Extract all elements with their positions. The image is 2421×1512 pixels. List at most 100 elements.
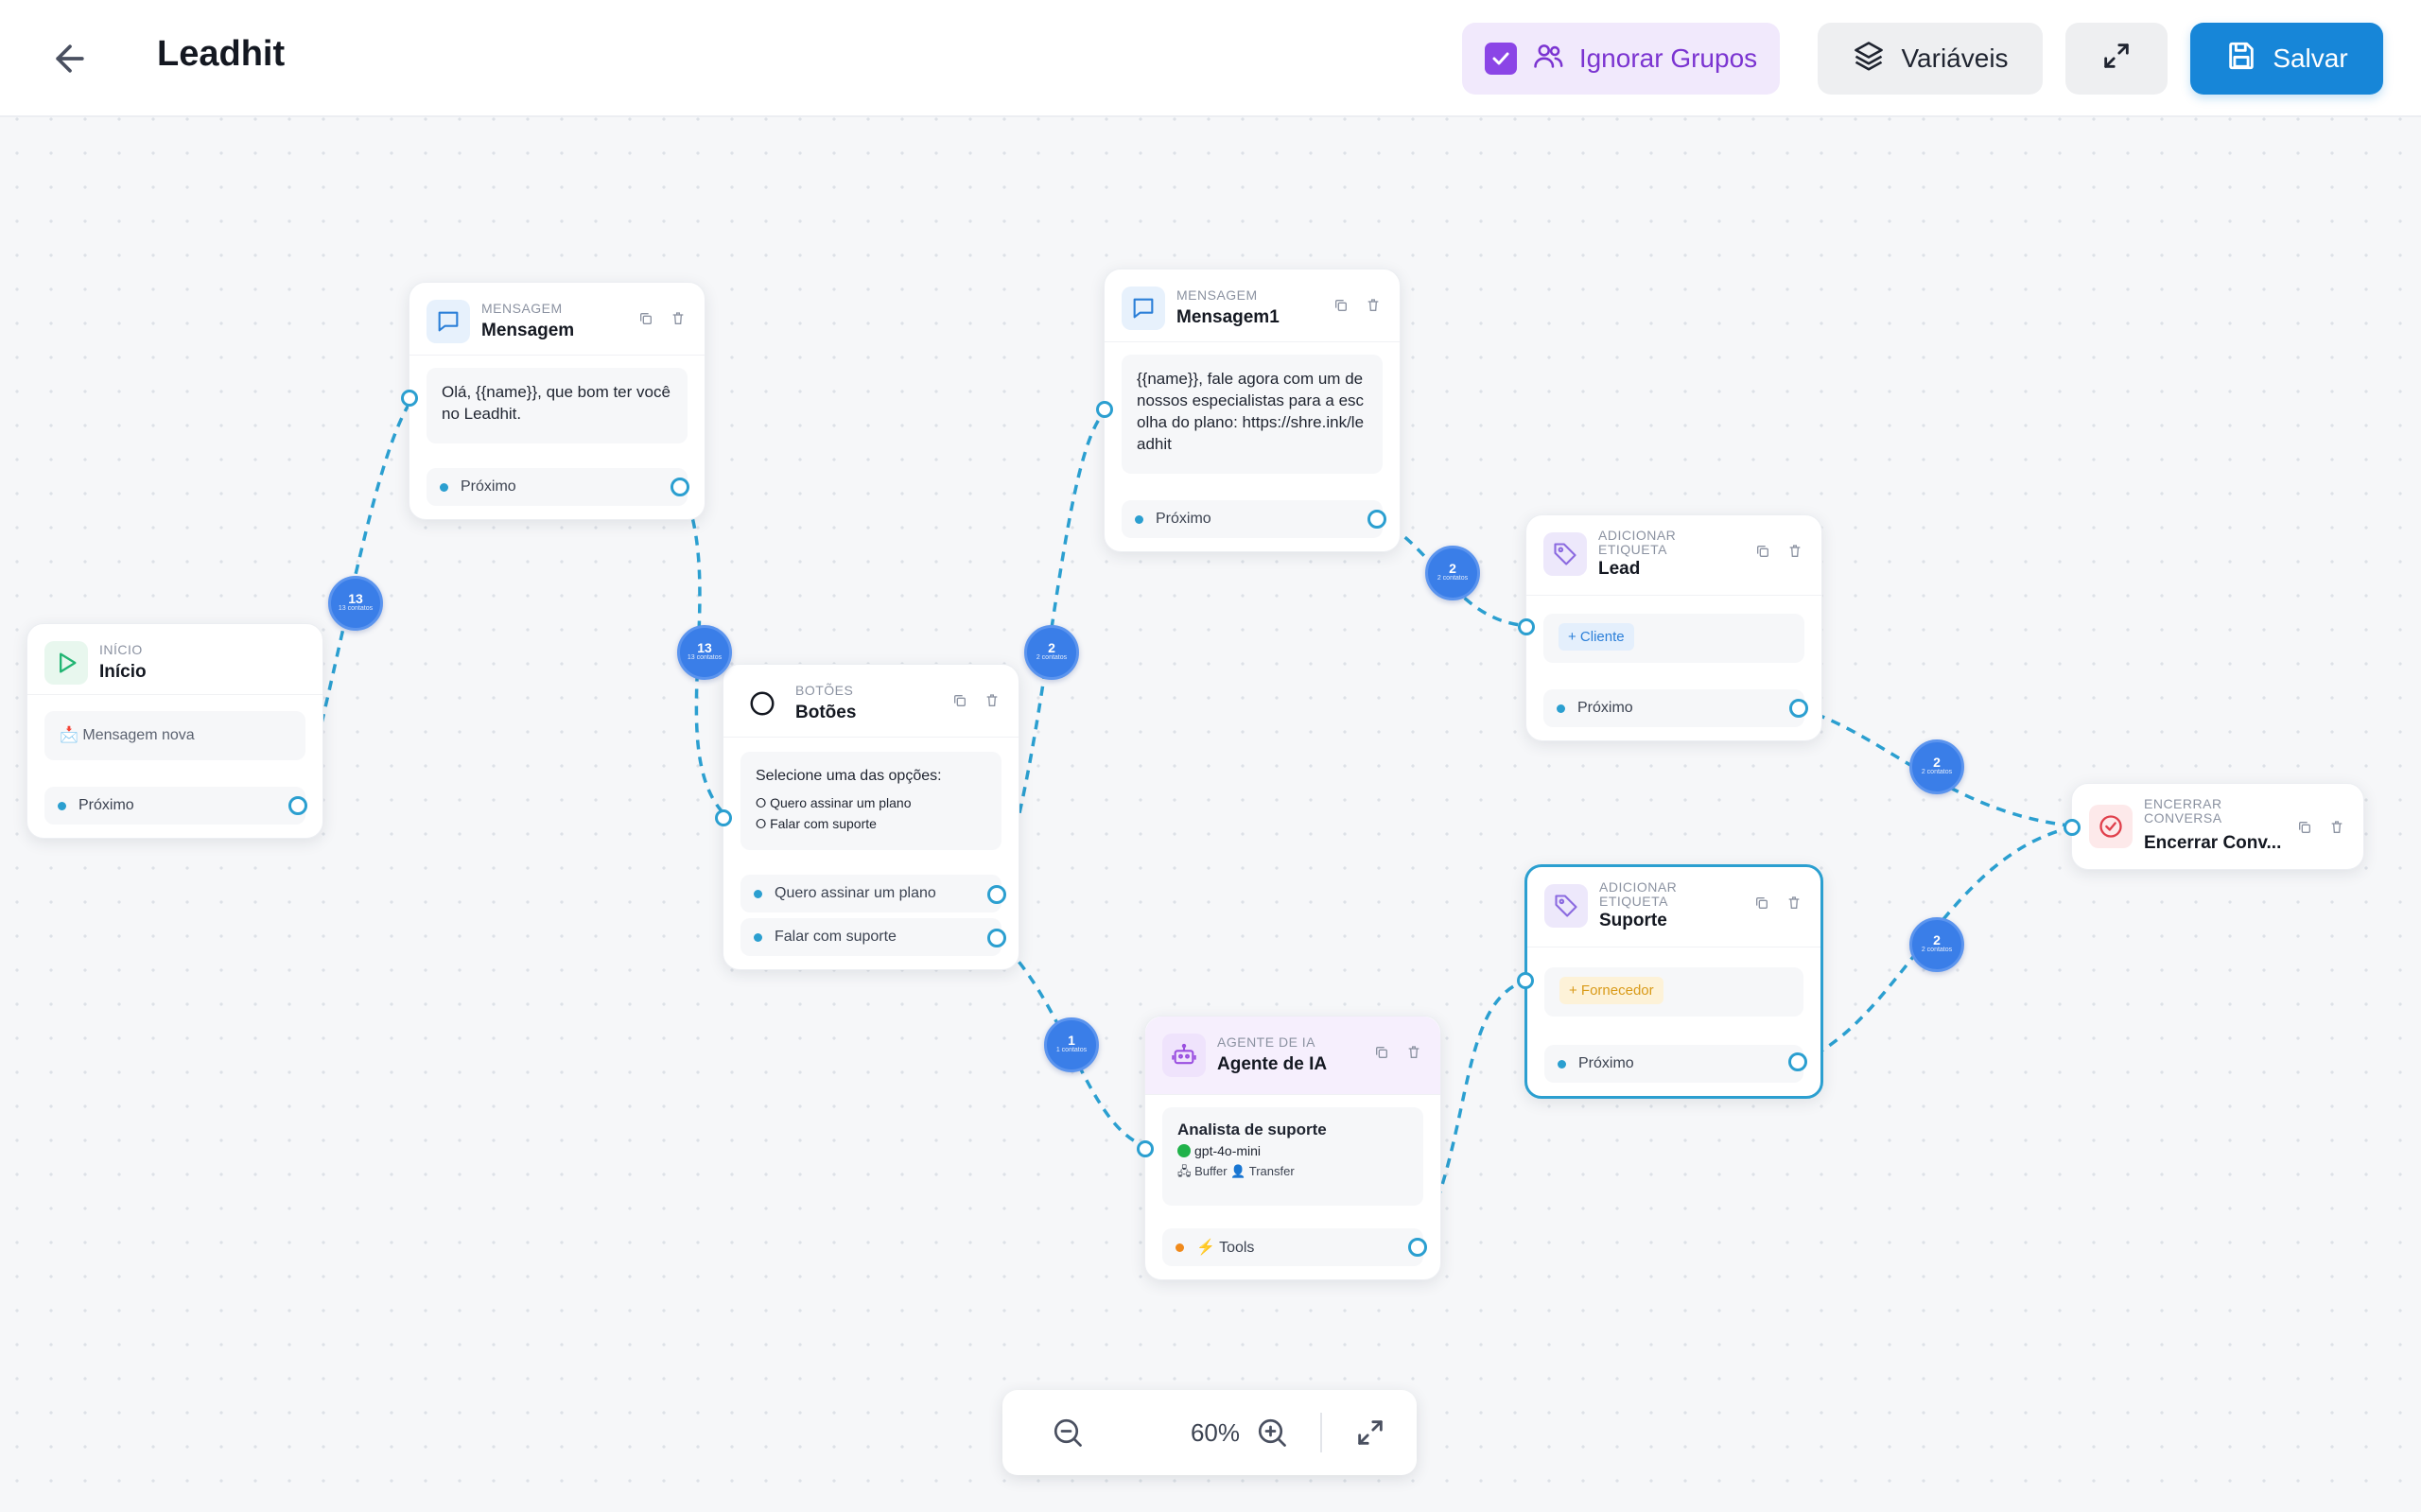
- expand-icon: [2100, 40, 2133, 78]
- checkbox-checked-icon[interactable]: [1484, 43, 1517, 75]
- node-botoes[interactable]: BOTÕES Botões Selecione uma das opções: …: [715, 664, 1019, 970]
- trash-icon[interactable]: [669, 309, 688, 328]
- output-row: Próximo: [1544, 1045, 1803, 1083]
- ignore-groups-toggle[interactable]: Ignorar Grupos: [1462, 23, 1780, 95]
- node-agente-ia[interactable]: AGENTE DE IA Agente de IA Analista de su…: [1137, 1016, 1441, 1280]
- node-name: Mensagem1: [1176, 307, 1280, 327]
- output-port[interactable]: [1789, 699, 1808, 718]
- tag-chip: + Fornecedor: [1559, 977, 1663, 1004]
- output-label: Próximo: [1578, 1055, 1634, 1071]
- output-port[interactable]: [671, 478, 689, 496]
- output-row: Próximo: [1543, 689, 1804, 727]
- node-name: Início: [99, 662, 147, 682]
- output-label: ⚡ Tools: [1196, 1240, 1255, 1256]
- zoom-controls: 60%: [1002, 1390, 1417, 1475]
- node-header: AGENTE DE IA Agente de IA: [1145, 1017, 1440, 1095]
- output-port[interactable]: [288, 796, 307, 815]
- save-button[interactable]: Salvar: [2190, 23, 2383, 95]
- node-actions: [1753, 542, 1804, 561]
- circle-icon: [740, 682, 784, 725]
- output-port[interactable]: [1408, 1238, 1427, 1257]
- fit-view-icon[interactable]: [1350, 1413, 1390, 1452]
- save-icon: [2225, 40, 2257, 78]
- input-port[interactable]: [715, 809, 732, 826]
- node-mensagem[interactable]: MENSAGEM Mensagem Olá, {{name}}, que bom…: [401, 282, 705, 520]
- tag-icon: [1543, 532, 1587, 576]
- copy-icon[interactable]: [636, 309, 655, 328]
- node-type: ADICIONAR ETIQUETA: [1598, 528, 1677, 557]
- output-label: Próximo: [1577, 700, 1633, 716]
- input-port[interactable]: [1518, 618, 1535, 635]
- trash-icon[interactable]: [1785, 894, 1803, 912]
- agent-name: Analista de suporte: [1177, 1121, 1327, 1138]
- output-label: Próximo: [1156, 511, 1211, 527]
- agent-features: 🖧 Buffer 👤 Transfer: [1177, 1164, 1295, 1178]
- copy-icon[interactable]: [1332, 296, 1350, 315]
- input-port[interactable]: [2064, 819, 2081, 836]
- variables-button[interactable]: Variáveis: [1818, 23, 2043, 95]
- message-text: {{name}}, fale agora com um de nossos es…: [1122, 355, 1383, 474]
- output-dot: [1135, 515, 1143, 524]
- node-header: INÍCIO Início: [27, 624, 322, 695]
- fullscreen-button[interactable]: [2065, 23, 2168, 95]
- agent-model: gpt-4o-mini: [1177, 1140, 1408, 1161]
- node-header: MENSAGEM Mensagem1: [1105, 269, 1400, 342]
- copy-icon[interactable]: [1752, 894, 1771, 912]
- node-mensagem1[interactable]: MENSAGEM Mensagem1 {{name}}, fale agora …: [1096, 269, 1401, 552]
- users-icon: [1532, 40, 1564, 78]
- output-dot: [440, 483, 448, 492]
- input-port[interactable]: [1517, 972, 1534, 989]
- node-header: BOTÕES Botões: [723, 665, 1019, 738]
- robot-icon: [1162, 1034, 1206, 1077]
- node-actions: [950, 691, 1001, 710]
- copy-icon[interactable]: [1753, 542, 1772, 561]
- output-port[interactable]: [987, 885, 1006, 904]
- node-etiqueta-suporte[interactable]: ADICIONAR ETIQUETA Suporte + Fornecedor …: [1517, 864, 1823, 1099]
- message-icon: [427, 300, 470, 343]
- node-inicio[interactable]: INÍCIO Início 📩 Mensagem nova Próximo: [26, 623, 323, 839]
- trash-icon[interactable]: [1404, 1043, 1423, 1062]
- trash-icon[interactable]: [983, 691, 1001, 710]
- node-etiqueta-lead[interactable]: ADICIONAR ETIQUETA Lead + Cliente Próxim…: [1518, 514, 1822, 741]
- output-label: Falar com suporte: [775, 929, 897, 945]
- trash-icon[interactable]: [1785, 542, 1804, 561]
- node-header: ADICIONAR ETIQUETA Lead: [1526, 515, 1821, 596]
- zoom-out-icon[interactable]: [1048, 1413, 1088, 1452]
- output-dot: [58, 802, 66, 810]
- input-port[interactable]: [401, 390, 418, 407]
- node-name: Agente de IA: [1217, 1054, 1328, 1074]
- node-header: MENSAGEM Mensagem: [409, 283, 705, 356]
- output-dot: [1558, 1060, 1566, 1069]
- node-name: Encerrar Conv...: [2144, 833, 2282, 853]
- back-arrow-icon[interactable]: [49, 38, 91, 79]
- copy-icon[interactable]: [950, 691, 969, 710]
- ignore-groups-label: Ignorar Grupos: [1578, 43, 1758, 73]
- output-port[interactable]: [1367, 510, 1386, 529]
- layers-icon: [1852, 39, 1886, 79]
- divider: [1320, 1413, 1322, 1452]
- output-port[interactable]: [987, 929, 1006, 947]
- node-type: MENSAGEM: [1176, 287, 1258, 303]
- output-port[interactable]: [1788, 1052, 1807, 1071]
- tag-icon: [1544, 884, 1588, 928]
- zoom-in-icon[interactable]: [1252, 1413, 1292, 1452]
- input-port[interactable]: [1096, 401, 1113, 418]
- trash-icon[interactable]: [2327, 818, 2346, 837]
- zoom-level: 60%: [1190, 1418, 1241, 1447]
- trash-icon[interactable]: [1364, 296, 1383, 315]
- input-port[interactable]: [1137, 1140, 1154, 1157]
- node-type: ENCERRAR CONVERSA: [2144, 796, 2222, 826]
- copy-icon[interactable]: [1372, 1043, 1391, 1062]
- node-actions: [2295, 818, 2346, 837]
- node-encerrar-conversa[interactable]: ENCERRAR CONVERSA Encerrar Conv...: [2064, 783, 2364, 870]
- save-label: Salvar: [2273, 43, 2348, 73]
- output-row: Próximo: [44, 787, 305, 825]
- copy-icon[interactable]: [2295, 818, 2314, 837]
